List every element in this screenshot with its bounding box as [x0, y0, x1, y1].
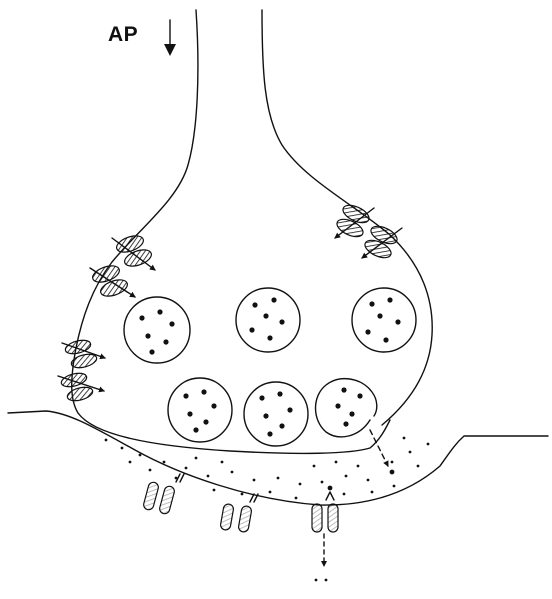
ion-channel-left-upper [112, 233, 155, 270]
ion-channel-left-lower [62, 338, 105, 370]
fusing-vesicle [316, 379, 395, 475]
ion-channel-right-lower [362, 223, 402, 262]
down-arrow-icon [164, 20, 176, 56]
receptor [143, 474, 184, 515]
presynaptic-membrane-right [262, 10, 432, 425]
ion-channel-left-bottom [58, 371, 104, 403]
synaptic-vesicle [124, 297, 190, 363]
ion-channel-left-middle [90, 263, 135, 300]
synaptic-vesicle [236, 288, 300, 352]
synaptic-vesicle [244, 382, 308, 446]
postsynaptic-membrane [8, 411, 548, 505]
synaptic-vesicle [352, 288, 416, 352]
receptor [220, 494, 258, 533]
receptor-bound [312, 486, 338, 582]
ion-channel-right-upper [334, 202, 374, 241]
synaptic-vesicle [168, 378, 232, 442]
